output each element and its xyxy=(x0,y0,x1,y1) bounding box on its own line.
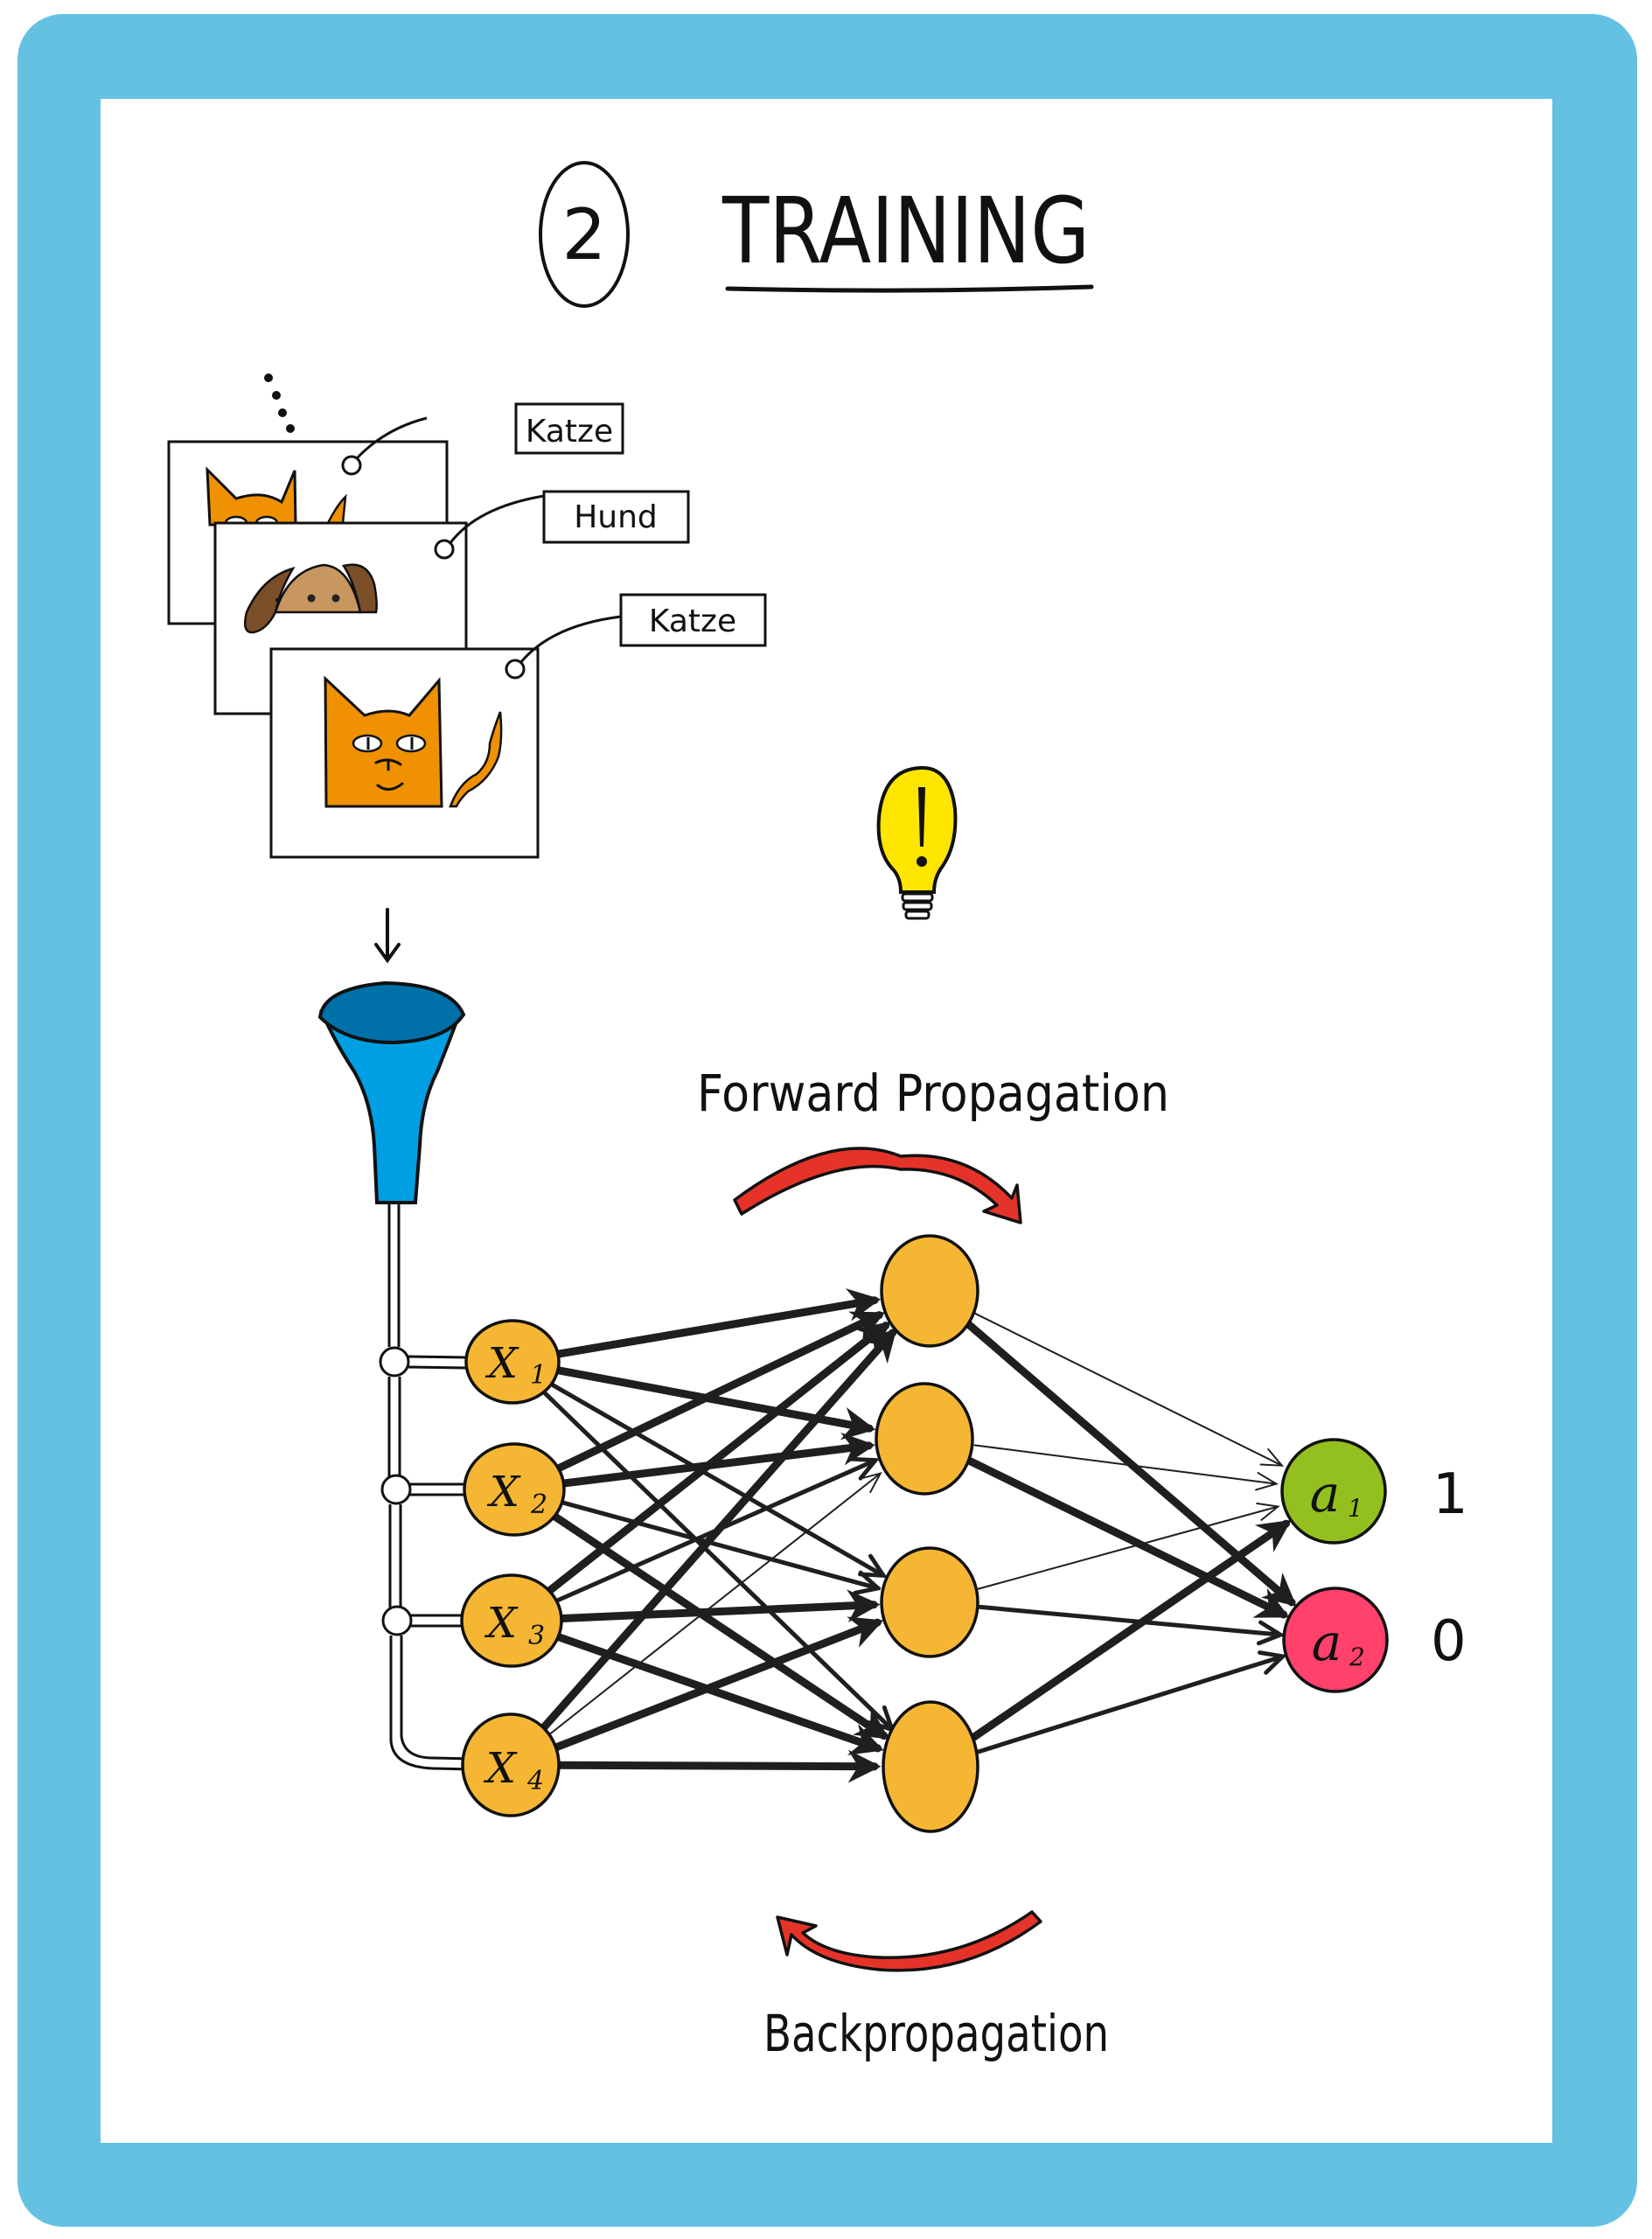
backward-arrow-icon xyxy=(776,1910,1042,1972)
down-arrow-icon xyxy=(374,908,401,964)
output-node-label: a xyxy=(1310,1464,1341,1524)
hidden-node-2[interactable] xyxy=(875,1382,974,1496)
more-images-indicator xyxy=(264,373,295,433)
edge-hidden-output-1-0 xyxy=(973,1444,1279,1491)
edges-hidden-output xyxy=(964,1312,1297,1754)
input-node-subscript: 4 xyxy=(526,1766,544,1796)
edge-hidden-output-3-1 xyxy=(976,1657,1280,1754)
title-underline xyxy=(725,284,1094,293)
training-images-stack: Katze Hund xyxy=(167,373,767,859)
input-node-subscript: 2 xyxy=(530,1489,547,1520)
edge-input-hidden-3-0 xyxy=(536,1328,897,1735)
edge-input-hidden-1-3 xyxy=(547,1510,889,1740)
image-card-3[interactable] xyxy=(269,615,622,859)
hidden-node-1[interactable] xyxy=(880,1234,979,1348)
edge-input-hidden-3-2 xyxy=(549,1616,884,1753)
cat-image-1 xyxy=(206,466,297,527)
forward-propagation: Forward Propagation xyxy=(697,1064,1169,1224)
input-node-x4[interactable]: X 4 xyxy=(461,1712,561,1817)
backpropagation: Backpropagation xyxy=(763,1910,1109,2063)
edge-input-hidden-0-0 xyxy=(553,1288,882,1358)
output-node-label: a xyxy=(1312,1613,1342,1672)
edge-input-hidden-0-3 xyxy=(542,1391,890,1727)
cat-tail xyxy=(449,711,503,808)
title-group: 2 TRAINING xyxy=(539,161,1094,308)
input-node-x2[interactable]: X 2 xyxy=(463,1442,566,1537)
edge-input-hidden-1-2 xyxy=(555,1499,875,1588)
edge-hidden-output-2-0 xyxy=(977,1503,1280,1590)
edge-hidden-output-1-1 xyxy=(965,1457,1290,1619)
bus-junction-1 xyxy=(379,1346,410,1378)
step-number: 2 xyxy=(562,194,607,276)
edge-hidden-output-2-1 xyxy=(978,1604,1279,1635)
label-card-1: Katze xyxy=(514,402,624,455)
input-node-x1[interactable]: X 1 xyxy=(464,1319,561,1405)
label-text-3: Katze xyxy=(649,603,736,639)
output-node-subscript: 1 xyxy=(1348,1494,1363,1523)
output-node-a1[interactable]: a 1 xyxy=(1280,1438,1387,1545)
label-text-1: Katze xyxy=(526,414,613,450)
label-text-2: Hund xyxy=(574,499,658,535)
input-node-label: X xyxy=(483,1744,518,1793)
edge-input-hidden-3-1 xyxy=(545,1472,882,1738)
forward-arrow-icon xyxy=(733,1147,1022,1224)
output-layer: a 1 1 a 2 0 xyxy=(1280,1438,1468,1693)
input-node-label: X xyxy=(486,1468,521,1517)
lightbulb-exclamation-icon xyxy=(876,765,958,920)
edge-input-hidden-2-0 xyxy=(543,1321,891,1597)
input-node-label: X xyxy=(484,1339,519,1388)
edges-input-hidden xyxy=(536,1288,897,1783)
edge-input-hidden-0-2 xyxy=(549,1382,882,1574)
cat-image-3 xyxy=(324,675,443,808)
input-layer: X 1 X 2 X 3 X 4 xyxy=(460,1319,566,1817)
page-title: TRAINING xyxy=(721,178,1090,284)
hidden-node-4[interactable] xyxy=(882,1700,979,1833)
output-value-a1: 1 xyxy=(1432,1462,1468,1527)
step-number-circle xyxy=(539,161,630,308)
bus-junction-3 xyxy=(381,1605,413,1636)
label-card-2: Hund xyxy=(542,490,690,544)
edge-input-hidden-1-0 xyxy=(551,1311,886,1475)
output-node-a2[interactable]: a 2 xyxy=(1282,1587,1389,1693)
forward-propagation-label: Forward Propagation xyxy=(697,1064,1169,1123)
edge-input-hidden-2-2 xyxy=(553,1589,881,1623)
input-bus xyxy=(379,1203,473,1771)
edge-hidden-output-0-1 xyxy=(964,1320,1297,1607)
bus-junction-2 xyxy=(380,1474,412,1505)
funnel-icon xyxy=(317,980,466,1204)
label-card-3: Katze xyxy=(619,593,767,647)
output-node-subscript: 2 xyxy=(1349,1643,1365,1671)
edge-hidden-output-3-0 xyxy=(968,1519,1292,1742)
hidden-node-3[interactable] xyxy=(880,1546,979,1658)
input-node-subscript: 1 xyxy=(530,1360,547,1391)
backpropagation-label: Backpropagation xyxy=(763,2004,1109,2063)
input-node-label: X xyxy=(484,1599,519,1648)
dog-ear-right xyxy=(341,563,378,614)
hidden-layer xyxy=(875,1234,979,1833)
input-node-subscript: 3 xyxy=(528,1621,545,1651)
card-content-area xyxy=(101,99,1552,2143)
edge-hidden-output-0-0 xyxy=(974,1312,1285,1467)
input-node-x3[interactable]: X 3 xyxy=(460,1573,563,1668)
output-value-a2: 0 xyxy=(1431,1609,1467,1674)
edge-input-hidden-3-3 xyxy=(552,1749,882,1783)
